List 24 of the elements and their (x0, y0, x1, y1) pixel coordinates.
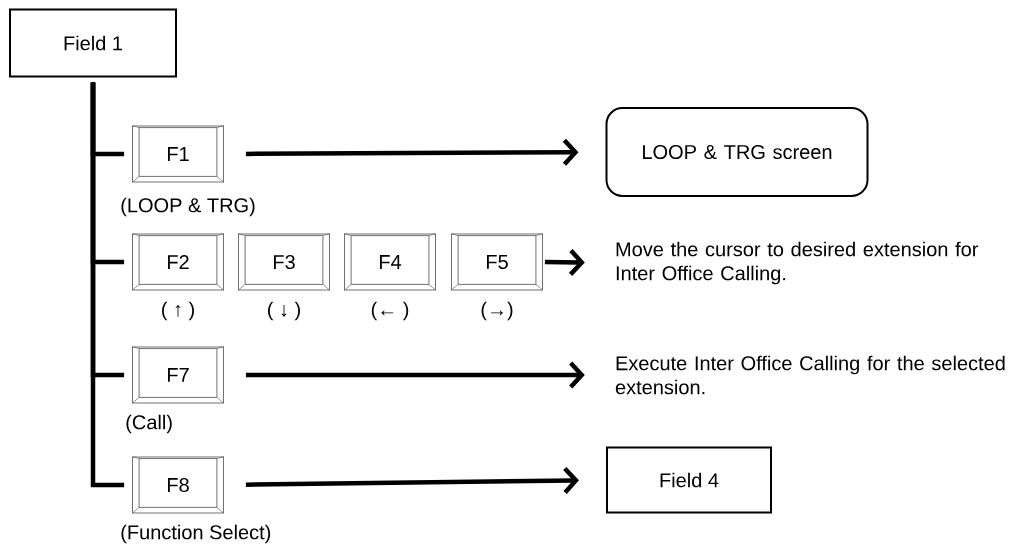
key-button: F7 (131, 346, 225, 404)
arrow (245, 361, 585, 389)
arrow (245, 138, 579, 166)
key-caption: (Call) (126, 414, 172, 434)
key-caption: ( ↑ ) (162, 301, 194, 321)
key-button: F3 (237, 233, 331, 291)
connector-line (90, 82, 125, 488)
key-button: F4 (343, 233, 437, 291)
key-caption: ( ↓ ) (268, 301, 300, 321)
key-caption: (→) (481, 301, 513, 321)
key-button: F8 (131, 456, 225, 514)
field-box: Field 4 (606, 446, 772, 514)
key-caption: (Function Select) (121, 524, 271, 544)
key-button: F2 (131, 233, 225, 291)
description-text: Move the cursor to desired extension for Inter Office Calling. (616, 241, 979, 285)
key-caption: (LOOP & TRG) (121, 197, 255, 217)
arrow (544, 248, 585, 276)
field-box: Field 1 (9, 8, 177, 78)
description-text: Execute Inter Office Calling for the selected extension. (615, 355, 1005, 395)
arrow (245, 467, 579, 495)
key-button: F1 (131, 125, 225, 183)
key-button: F5 (450, 233, 544, 291)
key-caption: (← ) (371, 301, 409, 321)
screen-box: LOOP & TRG screen (605, 107, 869, 197)
